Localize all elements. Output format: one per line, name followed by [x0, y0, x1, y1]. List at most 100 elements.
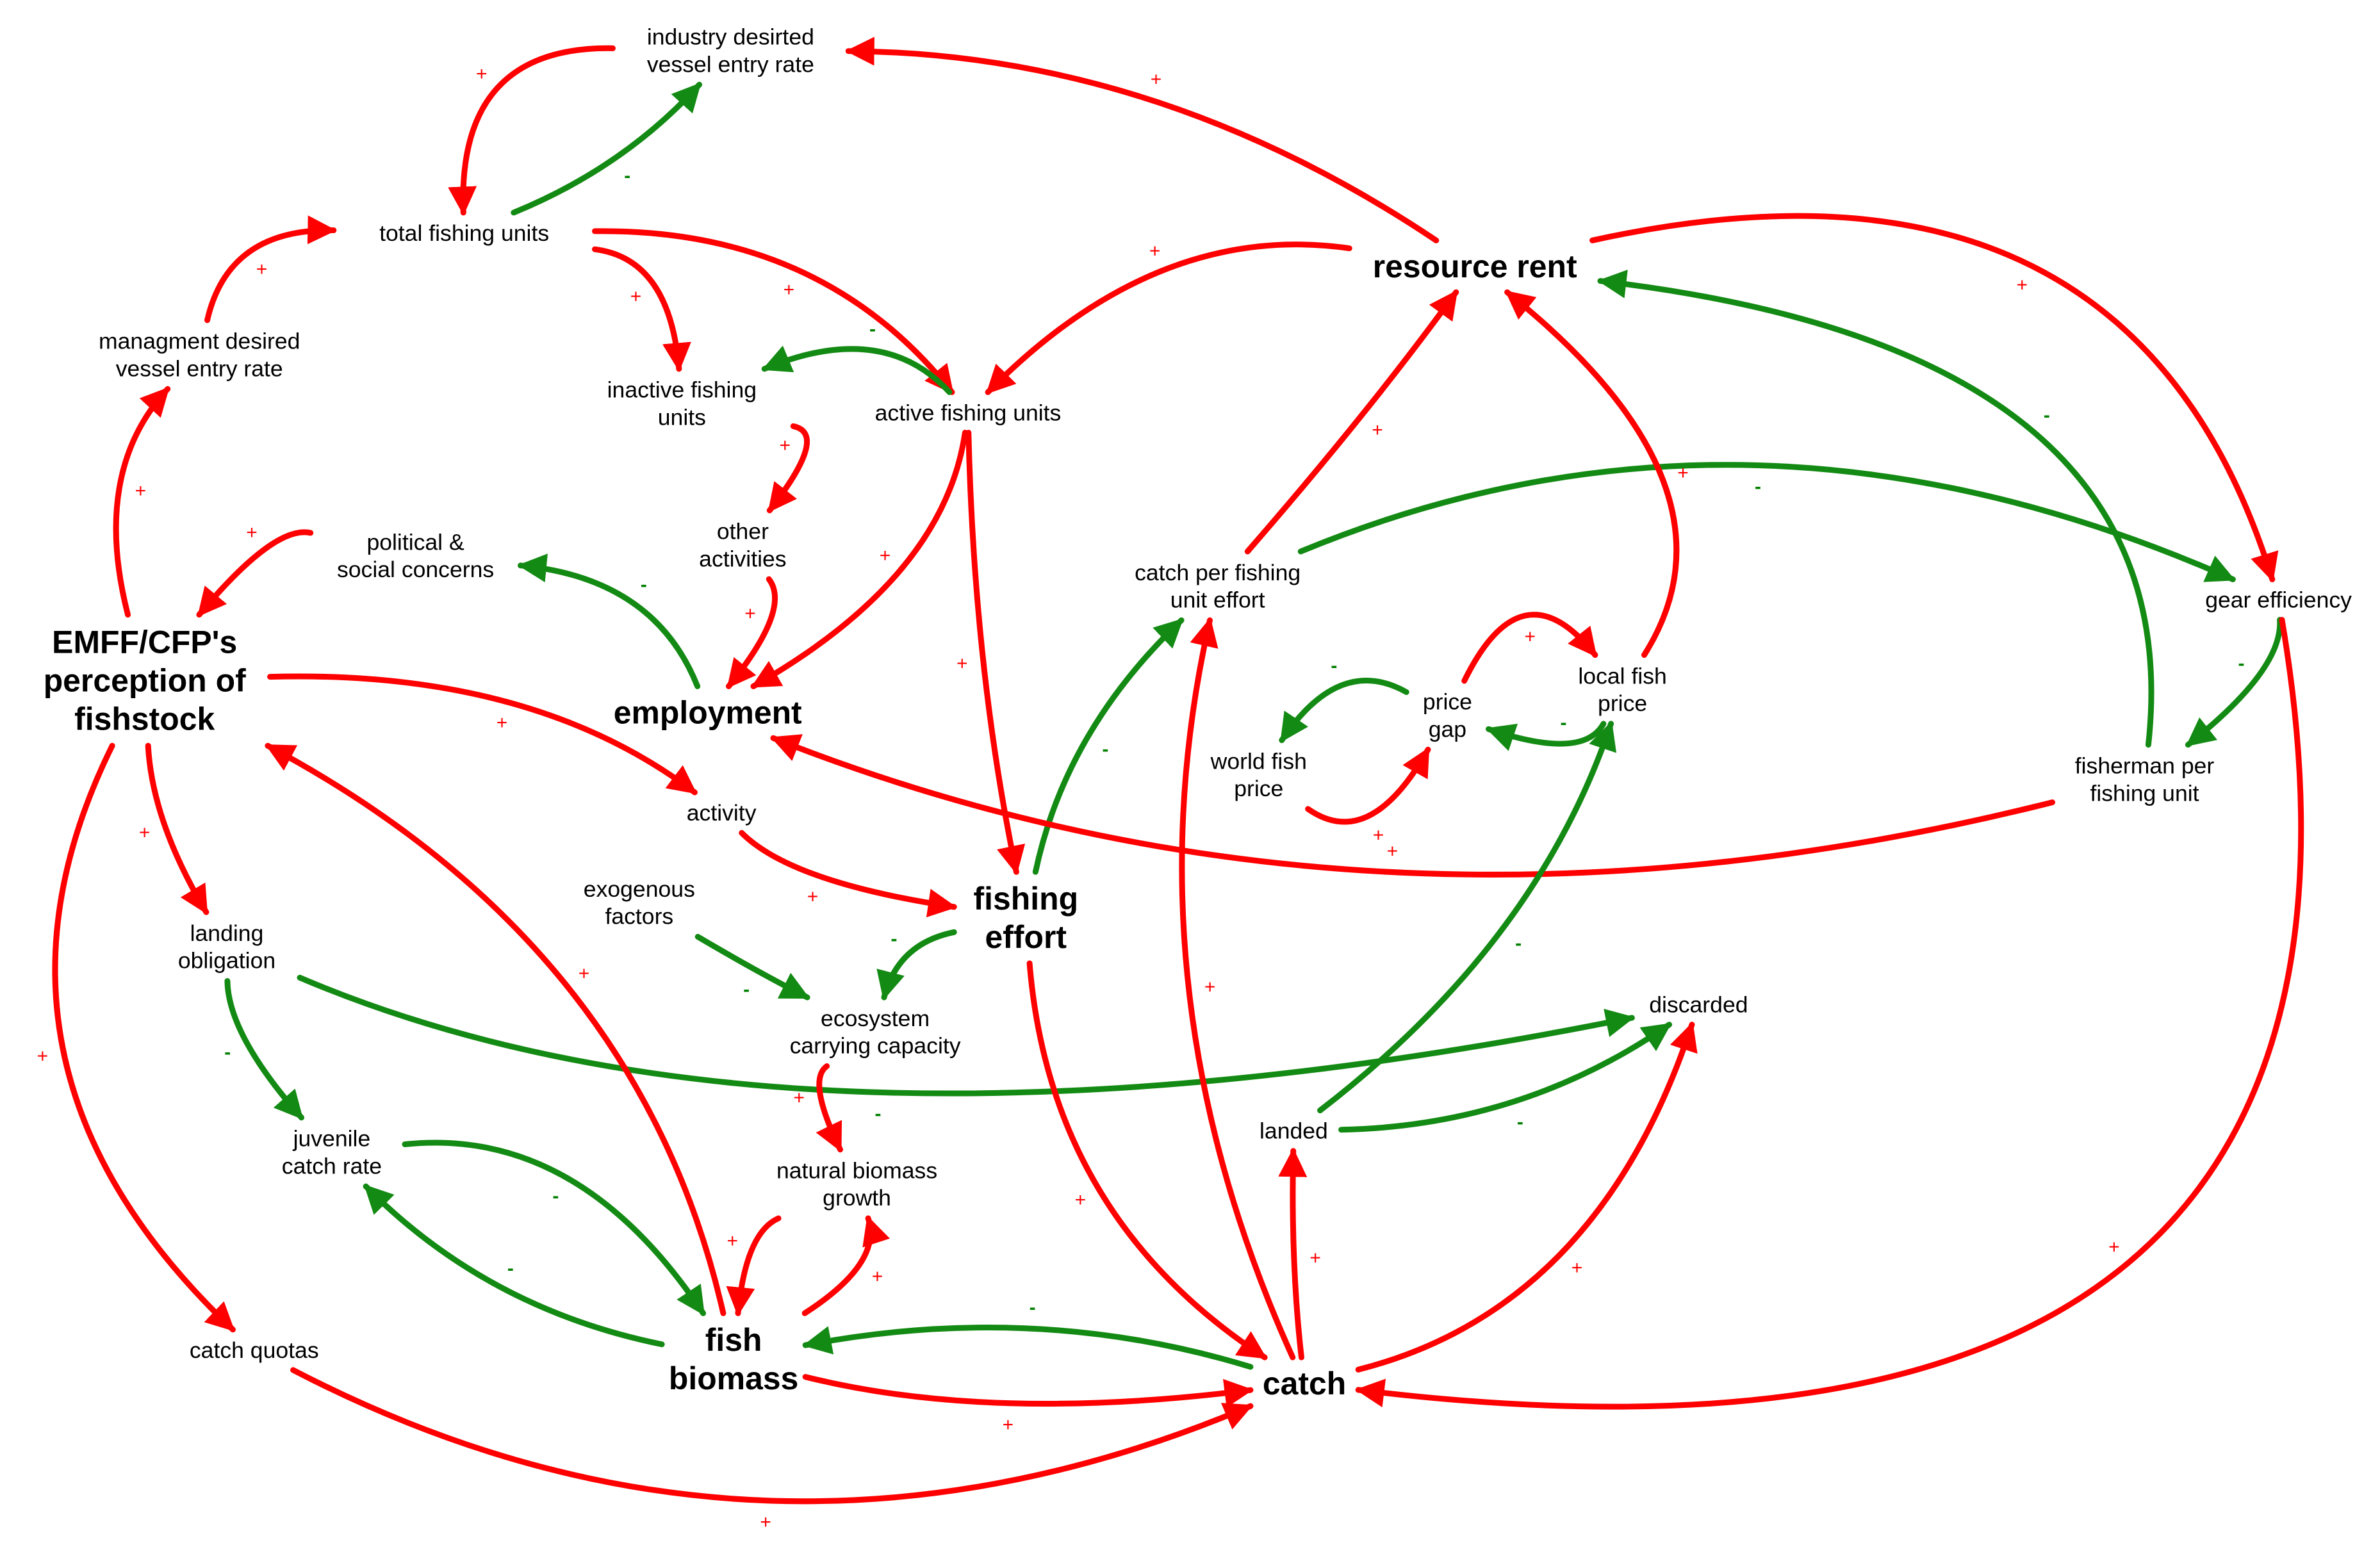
- node-label-line: activities: [699, 546, 786, 571]
- polarity-sign: +: [135, 480, 147, 502]
- polarity-sign: -: [1560, 712, 1566, 733]
- node-label-line: fish: [705, 1322, 762, 1358]
- node-label-line: biomass: [669, 1360, 798, 1396]
- link-gear-eff-to-catch: [1355, 617, 2304, 1410]
- link-total-units-to-inactive-units: [591, 246, 691, 372]
- polarity-sign: -: [224, 1042, 231, 1063]
- node-label-line: perception of: [44, 662, 246, 698]
- link-landing-obl-to-discarded: [297, 974, 1635, 1097]
- polarity-sign: +: [726, 1230, 738, 1252]
- node-label-line: gap: [1429, 716, 1466, 742]
- node-label-line: carrying capacity: [790, 1033, 961, 1059]
- polarity-sign: -: [1517, 1112, 1523, 1133]
- polarity-sign: +: [1572, 1257, 1583, 1278]
- node-label-line: vessel entry rate: [116, 355, 283, 381]
- node-label-line: price: [1234, 776, 1283, 801]
- link-mgmt-entry-to-total-units: [204, 215, 337, 323]
- polarity-sign: +: [246, 522, 258, 543]
- node-label-line: natural biomass: [776, 1157, 937, 1183]
- polarity-sign: -: [890, 928, 897, 949]
- node-label-line: growth: [823, 1185, 891, 1211]
- link-nat-growth-to-fish-biomass: [726, 1215, 782, 1316]
- link-other-activities-to-employment: [725, 576, 778, 689]
- link-price-gap-to-local-price: [1461, 612, 1598, 684]
- node-label-line: price: [1423, 689, 1472, 715]
- link-fishing-effort-to-catch: [1026, 960, 1268, 1360]
- link-resource-rent-to-active-units: [985, 241, 1352, 395]
- node-label-line: obligation: [178, 948, 275, 974]
- node-label-line: EMFF/CFP's: [52, 625, 237, 660]
- node-label-line: juvenile: [293, 1126, 371, 1152]
- link-fisherman-per-unit-to-employment: [770, 734, 2056, 878]
- link-total-units-to-industry-entry: [511, 81, 703, 216]
- polarity-sign: +: [579, 963, 590, 984]
- node-label-line: catch: [1263, 1366, 1346, 1401]
- node-political: political &social concerns: [337, 529, 494, 582]
- node-label-line: industry desirted: [647, 24, 814, 49]
- node-label-line: exogenous: [584, 876, 695, 902]
- node-label-line: political &: [366, 529, 464, 555]
- node-employment: employment: [614, 694, 802, 730]
- link-fishing-effort-to-cpue: [1032, 617, 1185, 875]
- polarity-sign: -: [624, 165, 630, 186]
- polarity-sign: +: [780, 435, 791, 456]
- polarity-sign: -: [1030, 1297, 1036, 1318]
- node-label-line: catch rate: [282, 1153, 382, 1179]
- polarity-sign: +: [760, 1512, 771, 1533]
- link-inactive-units-to-other-activities: [766, 423, 810, 514]
- link-emff-to-activity: [267, 673, 698, 796]
- polarity-sign: -: [2044, 405, 2050, 426]
- node-label-line: fishing: [974, 881, 1079, 917]
- node-label-line: effort: [985, 919, 1067, 955]
- node-total-units: total fishing units: [379, 220, 549, 246]
- link-fish-biomass-to-juvenile: [363, 1183, 665, 1348]
- link-catch-to-discarded: [1355, 1022, 1698, 1373]
- link-world-price-to-price-gap: [1305, 746, 1431, 825]
- link-resource-rent-to-industry-entry: [845, 37, 1440, 243]
- polarity-sign: +: [1003, 1414, 1014, 1435]
- polarity-sign: -: [2238, 653, 2245, 674]
- polarity-sign: -: [507, 1258, 514, 1279]
- polarity-sign: -: [641, 575, 647, 596]
- node-label-line: unit effort: [1170, 587, 1265, 613]
- link-employment-to-political: [518, 553, 701, 689]
- link-fish-biomass-to-catch: [802, 1374, 1254, 1408]
- link-resource-rent-to-gear-eff: [1589, 213, 2279, 582]
- link-catch-to-landed: [1278, 1148, 1308, 1360]
- node-discarded: discarded: [1649, 992, 1748, 1018]
- polarity-sign: +: [956, 653, 968, 674]
- node-label-line: catch quotas: [190, 1337, 319, 1363]
- polarity-sign: +: [1373, 824, 1384, 845]
- link-total-units-to-active-units: [591, 228, 955, 395]
- polarity-sign: +: [1151, 69, 1162, 90]
- polarity-sign: +: [2108, 1237, 2120, 1258]
- node-label-line: employment: [614, 694, 802, 730]
- polarity-sign: +: [37, 1045, 49, 1066]
- link-active-units-to-inactive-units: [761, 345, 953, 395]
- node-label-line: active fishing units: [875, 400, 1062, 425]
- link-local-price-to-price-gap: [1486, 721, 1607, 751]
- node-landed: landed: [1260, 1118, 1328, 1144]
- nodes-layer: industry desirted vessel entry rate total …: [44, 24, 2352, 1401]
- link-cpue-to-resource-rent: [1244, 289, 1459, 555]
- link-activity-to-fishing-effort: [739, 829, 957, 918]
- link-cpue-to-gear-eff: [1297, 462, 2236, 582]
- node-label-line: factors: [605, 904, 673, 929]
- node-active-units: active fishing units: [875, 400, 1062, 425]
- node-label-line: ecosystem: [821, 1006, 930, 1031]
- link-emff-to-mgmt-entry: [113, 386, 171, 618]
- node-label-line: catch per fishing: [1135, 560, 1301, 585]
- link-price-gap-to-world-price: [1279, 678, 1409, 744]
- link-emff-to-catch-quotas: [52, 742, 236, 1333]
- link-catch-quotas-to-catch: [290, 1367, 1254, 1505]
- link-fishing-effort-to-ecosystem: [876, 929, 957, 1001]
